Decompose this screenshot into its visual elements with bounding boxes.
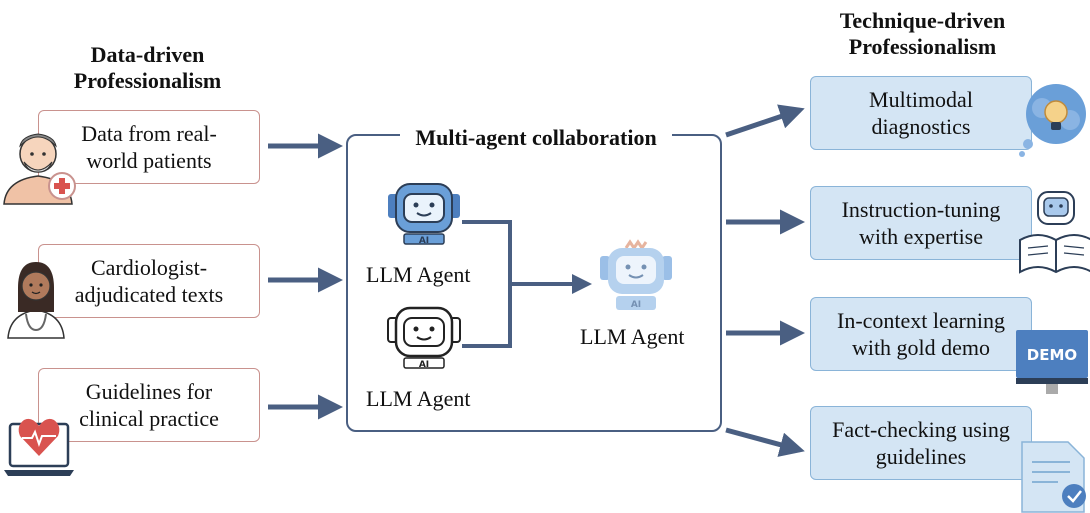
source-box-guidelines: Guidelines for clinical practice	[38, 368, 260, 442]
robot-reading-book-icon	[1019, 191, 1090, 274]
source-box-patients: Data from real- world patients	[38, 110, 260, 184]
arrow-to-fact-checking	[725, 427, 805, 457]
left-heading-line2: Professionalism	[73, 68, 222, 93]
right-heading: Technique-driven Professionalism	[800, 8, 1045, 60]
robot-agent-output-icon: AI	[600, 239, 672, 310]
left-heading-line1: Data-driven	[90, 42, 205, 67]
right-heading-line2: Professionalism	[848, 34, 997, 59]
demo-screen-text: DEMO	[1027, 346, 1077, 364]
technique-box-fact-checking: Fact-checking using guidelines	[810, 406, 1032, 480]
source-label-line1: Data from real-	[81, 121, 217, 146]
technique-box-in-context: In-context learning with gold demo	[810, 297, 1032, 371]
document-check-icon	[1021, 441, 1086, 513]
demo-screen-icon: DEMO	[1016, 330, 1088, 394]
agent-label-bottom: LLM Agent	[366, 386, 471, 411]
robot-bottom-badge: AI	[419, 360, 429, 370]
left-heading: Data-driven Professionalism	[40, 42, 255, 94]
technique-label-line1: In-context learning	[837, 308, 1005, 333]
technique-label-line2: diagnostics	[871, 114, 971, 139]
technique-label-line2: with gold demo	[851, 335, 991, 360]
source-box-cardiologist: Cardiologist- adjudicated texts	[38, 244, 260, 318]
robot-agent-bottom-icon: AI	[387, 306, 461, 370]
patient-icon	[3, 133, 76, 205]
source-label-line2: clinical practice	[79, 406, 219, 431]
multi-agent-title: Multi-agent collaboration	[400, 124, 672, 152]
technique-label-line2: with expertise	[858, 224, 984, 249]
technique-label-line1: Multimodal	[869, 87, 973, 112]
technique-label-line2: guidelines	[875, 444, 967, 469]
technique-box-multimodal: Multimodal diagnostics	[810, 76, 1032, 150]
source-label-line2: world patients	[86, 148, 212, 173]
technique-box-instruction-tuning: Instruction-tuning with expertise	[810, 186, 1032, 260]
agent-connectors	[462, 220, 592, 348]
robot-agent-top-icon: AI	[388, 183, 460, 246]
output-arrows	[725, 104, 805, 457]
doctor-icon	[7, 262, 65, 339]
lightbulb-head-icon	[1019, 84, 1086, 157]
technique-label-line1: Fact-checking using	[832, 417, 1010, 442]
right-heading-line1: Technique-driven	[839, 8, 1006, 33]
robot-output-badge: AI	[631, 300, 641, 310]
input-arrows	[268, 133, 343, 420]
heart-laptop-icon	[4, 418, 74, 476]
robot-top-badge: AI	[419, 236, 429, 246]
source-label-line1: Cardiologist-	[90, 255, 208, 280]
source-label-line1: Guidelines for	[85, 379, 213, 404]
source-label-line2: adjudicated texts	[74, 282, 224, 307]
technique-label-line1: Instruction-tuning	[841, 197, 1001, 222]
agent-label-output: LLM Agent	[580, 324, 685, 349]
agent-label-top: LLM Agent	[366, 262, 471, 287]
arrow-to-multimodal	[725, 104, 805, 138]
